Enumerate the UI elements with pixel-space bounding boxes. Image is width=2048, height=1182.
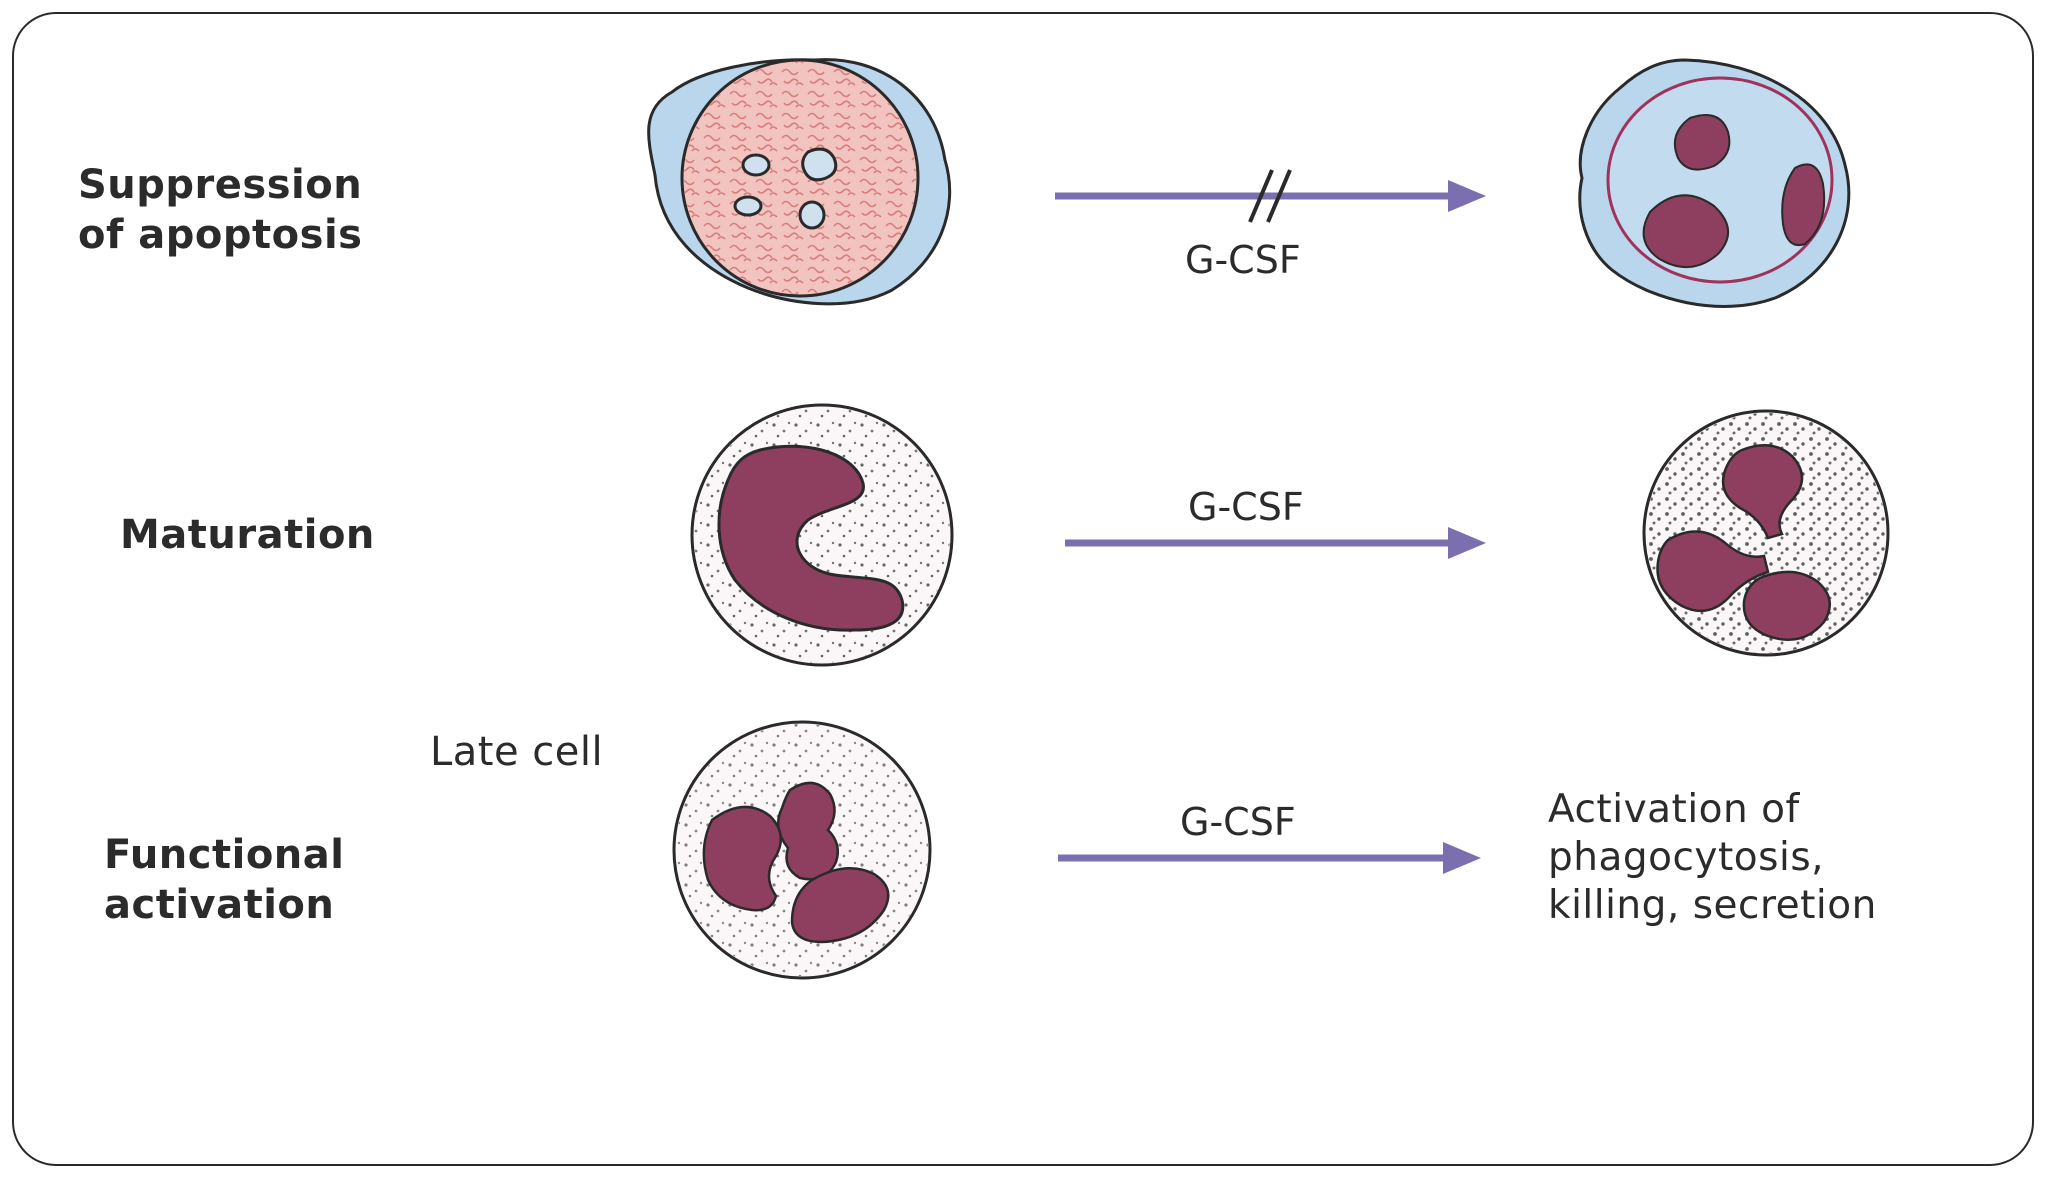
- suppression-label-line1: Suppression: [78, 162, 363, 208]
- activation-result-text: Activation of phagocytosis, killing, sec…: [1548, 786, 1877, 930]
- activation-result-line1: Activation of: [1548, 787, 1800, 832]
- suppression-label: Suppression of apoptosis: [78, 160, 362, 260]
- late-cell-icon: [672, 720, 932, 980]
- activation-result-line2: phagocytosis,: [1548, 835, 1825, 880]
- band-cell-icon: [690, 403, 954, 667]
- functional-activation-label: Functional activation: [104, 830, 345, 930]
- blocked-arrow: [1055, 169, 1486, 223]
- activation-result-line3: killing, secretion: [1548, 883, 1877, 928]
- gcsf-label-activation: G-CSF: [1180, 800, 1296, 844]
- gcsf-label-apoptosis: G-CSF: [1185, 238, 1301, 282]
- maturation-arrow: [1065, 527, 1486, 559]
- functional-label-line1: Functional: [104, 832, 345, 878]
- double-slash-icon: [1248, 169, 1292, 223]
- gcsf-label-maturation: G-CSF: [1188, 485, 1304, 529]
- apoptotic-cell-icon: [647, 58, 952, 306]
- activation-arrow: [1058, 842, 1481, 874]
- functional-label-line2: activation: [104, 882, 335, 928]
- maturation-label: Maturation: [120, 512, 375, 558]
- late-cell-label: Late cell: [430, 729, 604, 775]
- neutrophil-icon: [1642, 409, 1890, 657]
- suppression-label-line2: of apoptosis: [78, 212, 363, 258]
- mature-cell-icon: [1578, 58, 1851, 308]
